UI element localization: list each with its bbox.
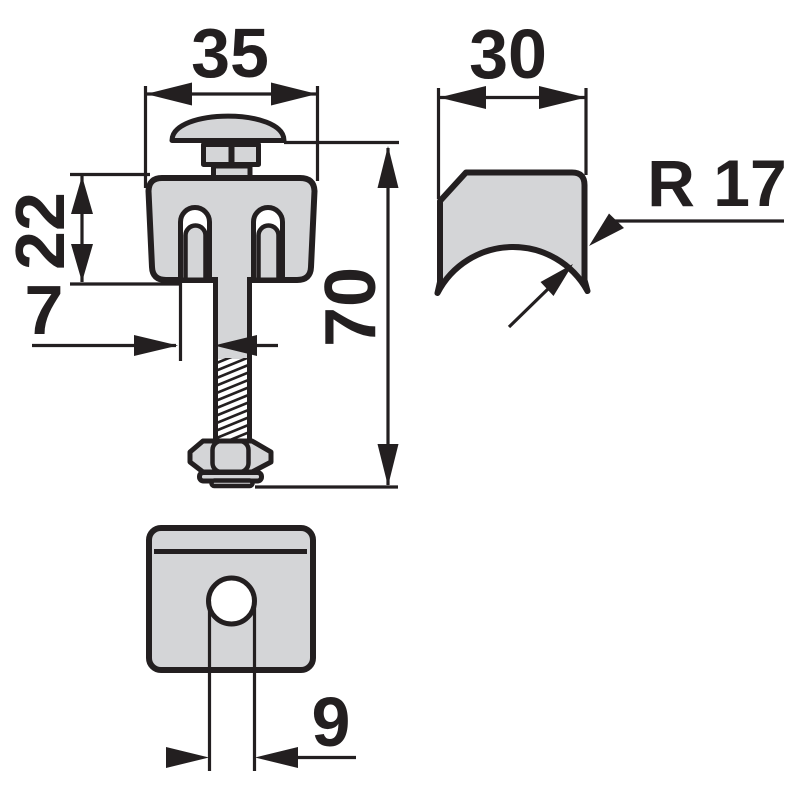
bolt-dome-head bbox=[169, 113, 287, 143]
front-view bbox=[145, 113, 318, 489]
arrowhead-up bbox=[377, 146, 399, 188]
dimension-radius: R 17 bbox=[507, 146, 787, 329]
hex-nut bbox=[187, 438, 274, 475]
dimension-body-height: 22 bbox=[1, 172, 181, 286]
dimension-shaft-offset-right bbox=[214, 335, 278, 356]
bottom-view bbox=[146, 525, 316, 673]
arrowhead-down bbox=[377, 444, 399, 486]
arrowhead-left bbox=[255, 747, 298, 768]
clamp-prong-right bbox=[256, 223, 281, 278]
side-view bbox=[434, 169, 591, 296]
dimension-shaft-offset: 7 bbox=[25, 271, 183, 361]
dim-label-head-width: 35 bbox=[191, 14, 269, 92]
arrowhead-left bbox=[146, 82, 192, 106]
dimension-head-width: 35 bbox=[143, 14, 320, 188]
arrowhead-right bbox=[134, 335, 178, 356]
nut-outline bbox=[187, 438, 274, 475]
radius-arrow-line bbox=[507, 286, 551, 329]
front-view-dimensions: 35 22 70 7 bbox=[1, 14, 399, 489]
arrowhead-left bbox=[214, 335, 257, 356]
arrowhead-up bbox=[71, 176, 93, 214]
arrowhead-right bbox=[271, 82, 317, 106]
bolt-hole bbox=[206, 575, 257, 627]
arrowhead-right bbox=[166, 747, 209, 768]
bottom-view-dimensions: 9 bbox=[166, 601, 356, 771]
clamp-prong-left bbox=[183, 223, 208, 278]
radius-arrowhead bbox=[540, 264, 573, 296]
bolt-tip bbox=[209, 478, 255, 489]
dim-label-shaft-offset: 7 bbox=[25, 271, 64, 349]
dim-label-hole-diameter: 9 bbox=[312, 683, 351, 761]
leader-arrowhead bbox=[589, 213, 624, 246]
arrowhead-down bbox=[71, 244, 93, 282]
clamp-body bbox=[145, 175, 318, 283]
dim-label-side-width: 30 bbox=[469, 15, 547, 93]
dim-label-body-height: 22 bbox=[1, 192, 79, 270]
dimension-hole-diameter: 9 bbox=[166, 601, 356, 771]
arrowhead-right bbox=[539, 86, 586, 109]
bolt-thread bbox=[213, 357, 252, 443]
dimension-side-width: 30 bbox=[436, 15, 588, 199]
dim-label-radius: R 17 bbox=[647, 146, 786, 220]
clamp-profile bbox=[434, 169, 591, 296]
dim-label-overall-length: 70 bbox=[311, 267, 391, 347]
arrowhead-left bbox=[439, 86, 486, 109]
dimension-overall-length: 70 bbox=[255, 140, 399, 489]
side-view-dimensions: 30 R 17 bbox=[436, 15, 787, 329]
thread-hatching bbox=[214, 358, 251, 442]
